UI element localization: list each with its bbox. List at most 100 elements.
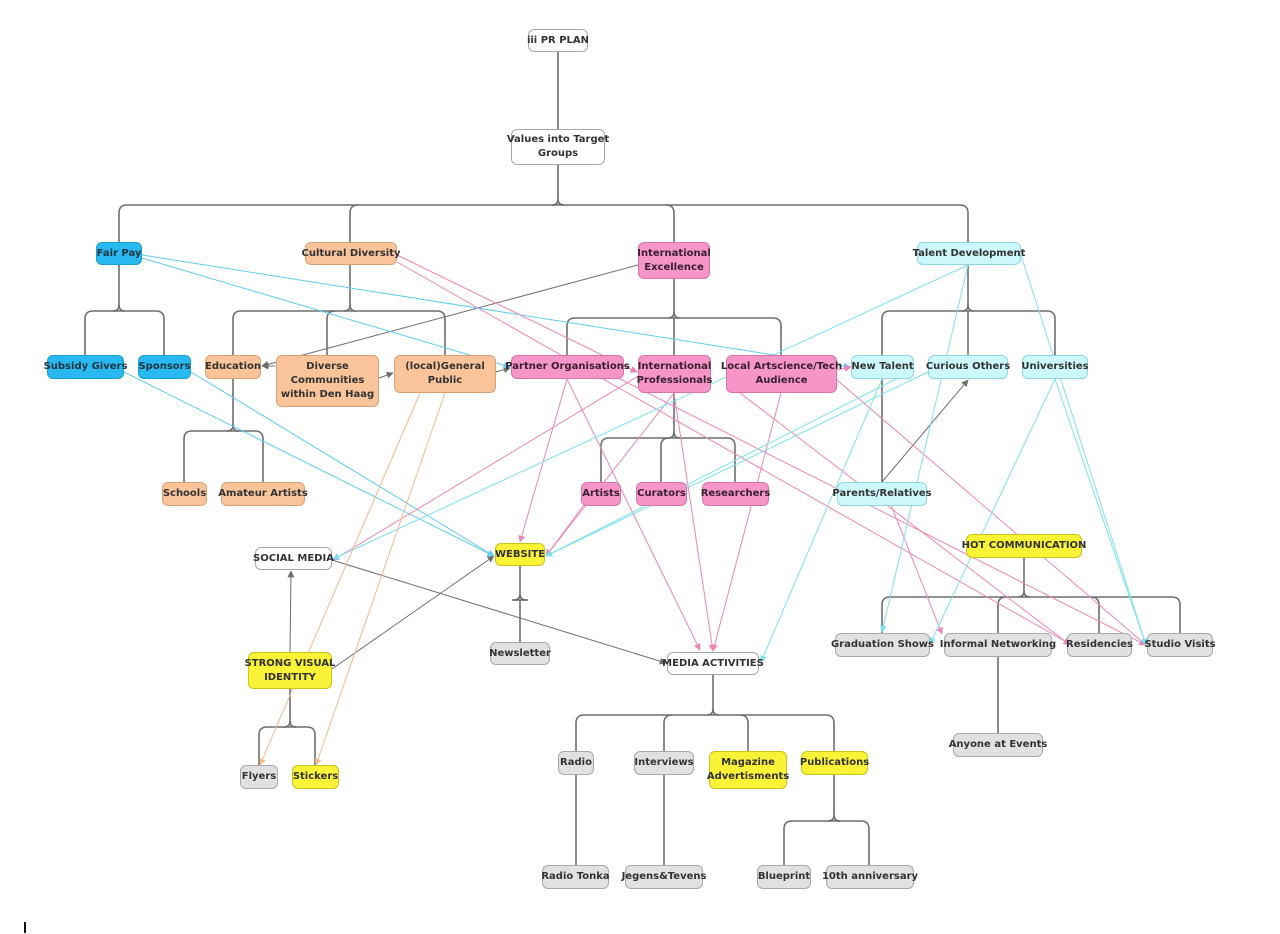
tree-connector-8 — [118, 304, 126, 312]
tree-connector-68 — [860, 820, 870, 865]
link-parents-to-curious — [881, 379, 969, 483]
tree-connector-45 — [706, 675, 714, 716]
link-subsidy-to-website — [123, 371, 495, 557]
tree-connector-21 — [566, 317, 576, 355]
node-anyone-at-events[interactable]: Anyone at Events — [949, 733, 1047, 757]
node-interviews[interactable]: Interviews — [634, 751, 694, 775]
node-studio-visits[interactable]: Studio Visits — [1144, 633, 1216, 657]
node-parents-relatives[interactable]: Parents/Relatives — [832, 482, 932, 506]
tree-connector-57 — [1017, 558, 1025, 598]
link-universities-to-studio — [1054, 378, 1148, 646]
node-radio[interactable]: Radio — [558, 751, 594, 775]
node-new-talent[interactable]: New Talent — [851, 355, 914, 379]
node-talent-development[interactable]: Talent Development — [913, 242, 1025, 265]
node-newsletter[interactable]: Newsletter — [489, 642, 551, 665]
node-fair-pay[interactable]: Fair Pay — [96, 242, 142, 265]
link-identity-to-social — [287, 570, 295, 653]
link-universities-to-gradshows — [929, 378, 1056, 645]
tree-connector-29 — [1046, 310, 1056, 355]
node-universities[interactable]: Universities — [1021, 355, 1089, 379]
link-diverse-to-public — [378, 371, 394, 379]
tree-connector-67 — [783, 820, 793, 865]
node-graduation-shows[interactable]: Graduation Shows — [831, 633, 934, 657]
link-identity-to-website — [331, 555, 495, 670]
node-researchers[interactable]: Researchers — [701, 482, 770, 506]
node-sponsors[interactable]: Sponsors — [138, 355, 191, 379]
tree-connector-61 — [997, 596, 1007, 633]
tree-connector-38 — [600, 437, 610, 482]
tree-connector-46 — [712, 708, 720, 716]
node-informal-networking[interactable]: Informal Networking — [940, 633, 1056, 657]
tree-connector-65 — [833, 814, 841, 822]
tree-connector-49 — [663, 714, 673, 751]
node-jegens-tevens[interactable]: Jegens&Tevens — [622, 865, 706, 889]
tree-connector-25 — [967, 304, 975, 312]
tree-connector-7 — [112, 265, 120, 312]
text-cursor — [24, 922, 26, 933]
tree-connector-62 — [1090, 596, 1100, 633]
link-intprof-to-website — [545, 392, 675, 557]
tree-connector-64 — [827, 775, 835, 822]
node-hot-communication[interactable]: HOT COMMUNICATION — [962, 534, 1086, 558]
tree-connector-42 — [519, 593, 527, 601]
link-culture-to-intprof — [396, 254, 638, 373]
link-newtalent-to-media — [760, 378, 883, 663]
link-parents-to-networking — [881, 481, 943, 635]
node-flyers[interactable]: Flyers — [240, 765, 278, 789]
tree-connector-60 — [881, 596, 891, 633]
tree-connector-56 — [306, 726, 316, 765]
node-blueprint[interactable]: Blueprint — [757, 865, 811, 889]
node-partner-organisations[interactable]: Partner Organisations — [505, 355, 630, 379]
node-education[interactable]: Education — [205, 355, 261, 379]
tree-connector-50 — [739, 714, 749, 751]
node-curious-others[interactable]: Curious Others — [926, 355, 1010, 379]
tree-connector-63 — [1171, 596, 1181, 633]
node-amateur-artists[interactable]: Amateur Artists — [218, 482, 308, 506]
tree-connector-51 — [825, 714, 835, 751]
tree-connector-55 — [258, 726, 268, 765]
node-10th-anniversary[interactable]: 10th anniversary — [822, 865, 918, 889]
link-fairpay-to-partner — [141, 257, 511, 369]
tree-connector-23 — [772, 317, 782, 355]
link-local-to-newtalent — [836, 364, 852, 372]
tree-connector-58 — [1023, 590, 1031, 598]
link-newtalent-to-website — [545, 369, 915, 557]
node-artists[interactable]: Artists — [581, 482, 621, 506]
link-curious-to-website — [545, 371, 929, 557]
node-stickers[interactable]: Stickers — [292, 765, 339, 789]
node-pr-plan[interactable]: iii PR PLAN — [527, 29, 589, 52]
node-publications[interactable]: Publications — [800, 751, 869, 775]
node-curators[interactable]: Curators — [636, 482, 687, 506]
link-fairpay-to-newtalent — [141, 254, 851, 370]
link-intprof-to-media — [673, 392, 716, 652]
node-schools[interactable]: Schools — [162, 482, 207, 506]
tree-connector-6 — [959, 204, 969, 242]
link-partner-to-media — [566, 378, 701, 651]
link-local-to-media — [711, 392, 782, 652]
node-subsidy-givers[interactable]: Subsidy Givers — [44, 355, 127, 379]
node-website[interactable]: WEBSITE — [495, 543, 545, 566]
link-partner-to-website — [518, 378, 568, 543]
tree-connector-10 — [84, 310, 94, 355]
tree-connector-41 — [513, 566, 521, 601]
link-partner-to-studio — [619, 378, 1147, 646]
node-radio-tonka[interactable]: Radio Tonka — [541, 865, 610, 889]
tree-connector-3 — [118, 204, 128, 242]
link-local-to-residencies — [739, 392, 1071, 646]
tree-connector-4 — [349, 204, 359, 242]
tree-connector-17 — [436, 310, 446, 355]
node-cultural-diversity[interactable]: Cultural Diversity — [302, 242, 401, 265]
node-residencies[interactable]: Residencies — [1066, 633, 1133, 657]
node-social-media[interactable]: SOCIAL MEDIA — [253, 547, 334, 570]
tree-connector-0 — [551, 165, 559, 206]
node-media-activities[interactable]: MEDIA ACTIVITIES — [662, 652, 764, 675]
